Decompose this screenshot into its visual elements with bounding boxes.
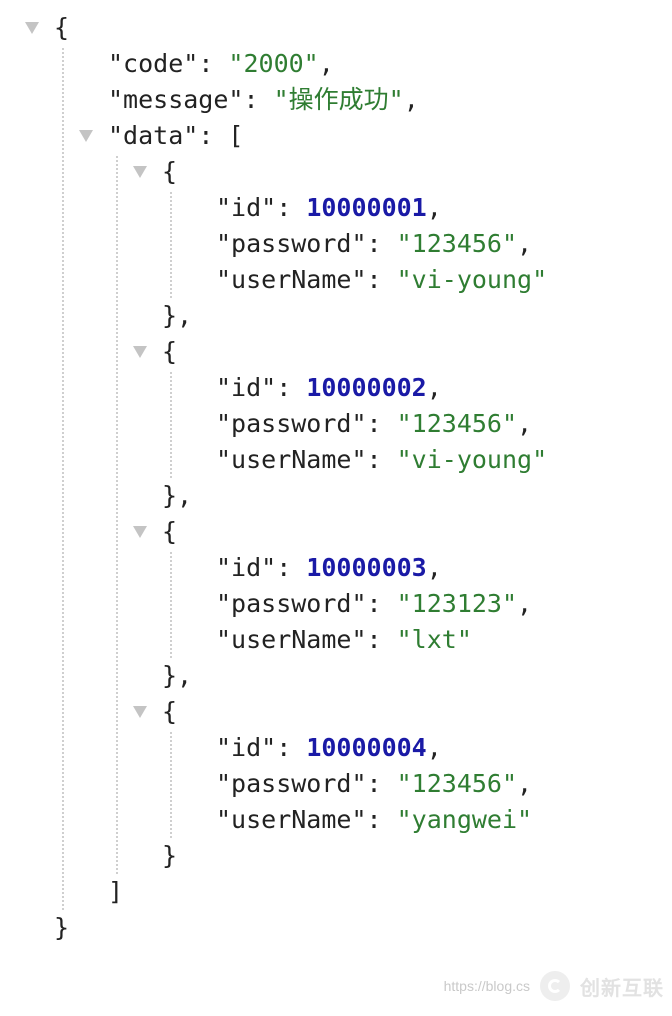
password-value: "123123" bbox=[396, 589, 518, 618]
root-close-brace: } bbox=[54, 913, 70, 942]
item-3-id-line: "id": 10000003, bbox=[216, 553, 442, 582]
code-line: "code": "2000", bbox=[108, 49, 334, 78]
item-4-open-brace: { bbox=[162, 697, 178, 726]
item-3-close-brace: }, bbox=[162, 661, 193, 690]
item-3-username-line: "userName": "lxt" bbox=[216, 625, 472, 654]
code-key: "code" bbox=[108, 49, 199, 78]
password-key: "password" bbox=[216, 409, 367, 438]
password-key: "password" bbox=[216, 589, 367, 618]
collapse-toggle-root[interactable] bbox=[25, 22, 39, 34]
message-line: "message": "操作成功", bbox=[108, 85, 419, 114]
item-4-username-line: "userName": "yangwei" bbox=[216, 805, 533, 834]
id-value: 10000003 bbox=[306, 553, 427, 582]
message-key: "message" bbox=[108, 85, 244, 114]
indent-guide-root bbox=[62, 48, 64, 910]
data-close-bracket: ] bbox=[108, 877, 124, 906]
collapse-toggle-item-4[interactable] bbox=[133, 706, 147, 718]
item-4-password-line: "password": "123456", bbox=[216, 769, 533, 798]
id-key: "id" bbox=[216, 193, 277, 222]
item-2-password-line: "password": "123456", bbox=[216, 409, 533, 438]
username-key: "userName" bbox=[216, 265, 367, 294]
root-open-brace: { bbox=[54, 13, 70, 42]
password-value: "123456" bbox=[396, 229, 518, 258]
collapse-toggle-data[interactable] bbox=[79, 130, 93, 142]
password-value: "123456" bbox=[396, 769, 518, 798]
watermark: https://blog.cs 创新互联 bbox=[444, 966, 664, 1006]
item-1-id-line: "id": 10000001, bbox=[216, 193, 442, 222]
code-value: "2000" bbox=[228, 49, 319, 78]
password-value: "123456" bbox=[396, 409, 518, 438]
item-2-id-line: "id": 10000002, bbox=[216, 373, 442, 402]
brand-logo-icon bbox=[540, 971, 570, 1001]
item-2-username-line: "userName": "vi-young" bbox=[216, 445, 548, 474]
password-key: "password" bbox=[216, 229, 367, 258]
id-key: "id" bbox=[216, 733, 277, 762]
collapse-toggle-item-1[interactable] bbox=[133, 166, 147, 178]
collapse-toggle-item-3[interactable] bbox=[133, 526, 147, 538]
id-value: 10000004 bbox=[306, 733, 427, 762]
id-value: 10000001 bbox=[306, 193, 427, 222]
item-1-close-brace: }, bbox=[162, 301, 193, 330]
id-value: 10000002 bbox=[306, 373, 427, 402]
username-value: "vi-young" bbox=[396, 445, 548, 474]
item-2-close-brace: }, bbox=[162, 481, 193, 510]
username-value: "yangwei" bbox=[396, 805, 533, 834]
item-1-password-line: "password": "123456", bbox=[216, 229, 533, 258]
indent-guide-item-1 bbox=[170, 192, 172, 298]
watermark-url: https://blog.cs bbox=[443, 978, 530, 994]
username-key: "userName" bbox=[216, 445, 367, 474]
watermark-brand: 创新互联 bbox=[580, 977, 664, 1000]
indent-guide-item-4 bbox=[170, 732, 172, 838]
indent-guide-item-3 bbox=[170, 552, 172, 658]
item-3-password-line: "password": "123123", bbox=[216, 589, 533, 618]
indent-guide-item-2 bbox=[170, 372, 172, 478]
id-key: "id" bbox=[216, 553, 277, 582]
data-key: "data" bbox=[108, 121, 199, 150]
id-key: "id" bbox=[216, 373, 277, 402]
username-key: "userName" bbox=[216, 805, 367, 834]
password-key: "password" bbox=[216, 769, 367, 798]
collapse-toggle-item-2[interactable] bbox=[133, 346, 147, 358]
username-key: "userName" bbox=[216, 625, 367, 654]
item-4-close-brace: } bbox=[162, 841, 178, 870]
username-value: "vi-young" bbox=[396, 265, 548, 294]
item-1-open-brace: { bbox=[162, 157, 178, 186]
data-line: "data": [ bbox=[108, 121, 244, 150]
indent-guide-data bbox=[116, 156, 118, 874]
item-1-username-line: "userName": "vi-young" bbox=[216, 265, 548, 294]
item-2-open-brace: { bbox=[162, 337, 178, 366]
username-value: "lxt" bbox=[396, 625, 472, 654]
item-4-id-line: "id": 10000004, bbox=[216, 733, 442, 762]
message-value: "操作成功" bbox=[273, 85, 404, 114]
item-3-open-brace: { bbox=[162, 517, 178, 546]
